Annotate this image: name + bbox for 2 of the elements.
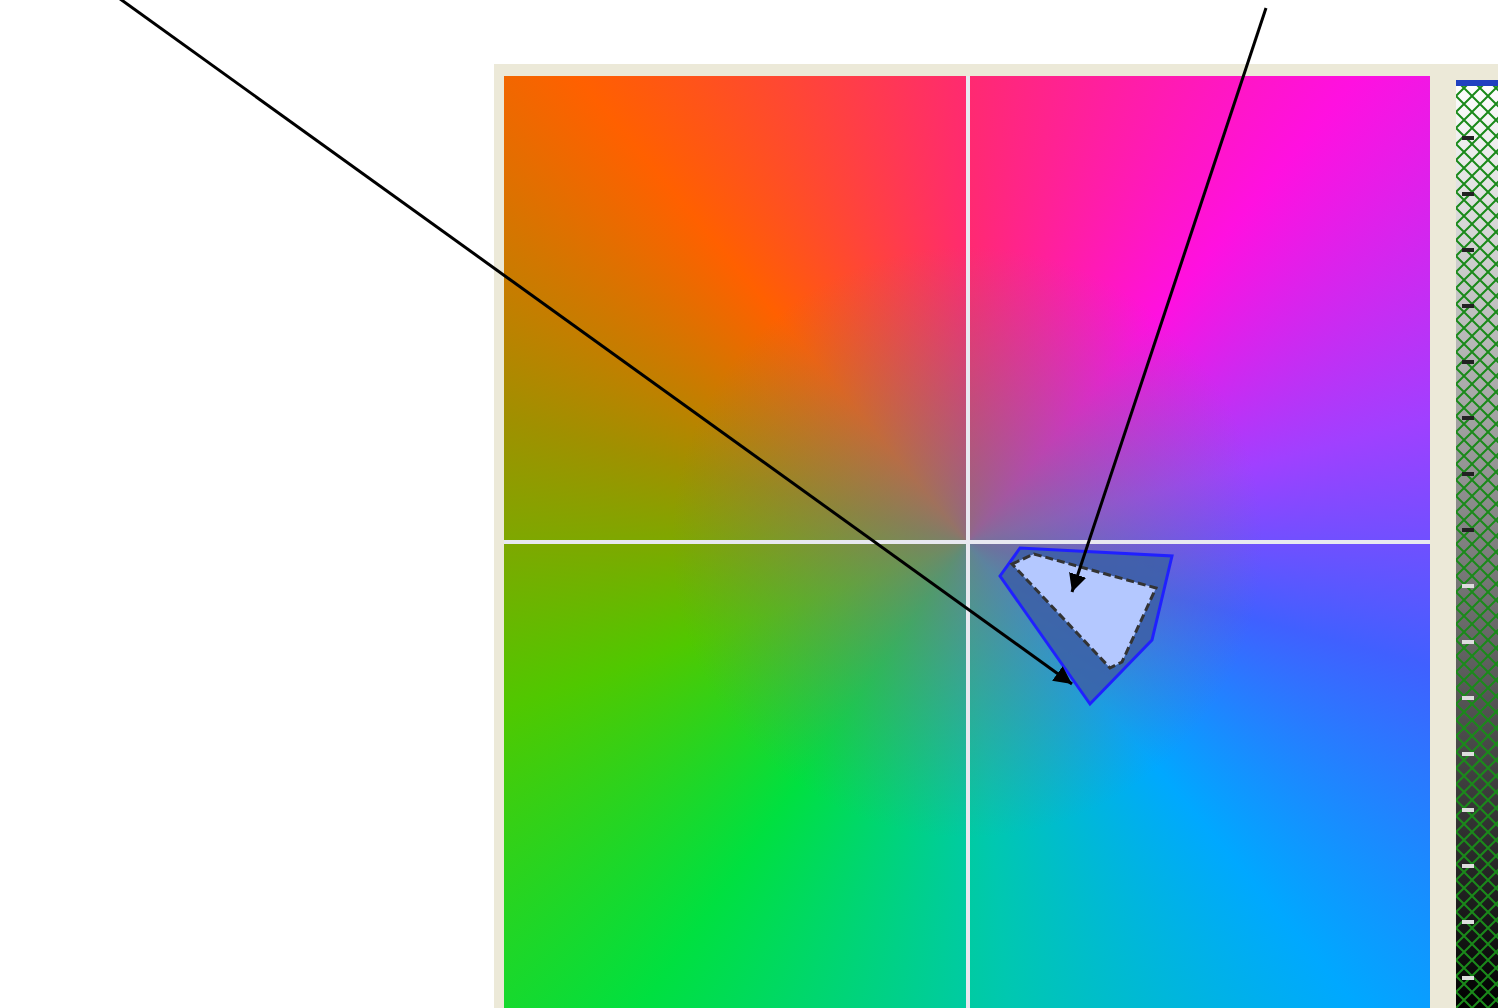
arrow	[115, 0, 1073, 686]
arrow	[1069, 7, 1268, 593]
